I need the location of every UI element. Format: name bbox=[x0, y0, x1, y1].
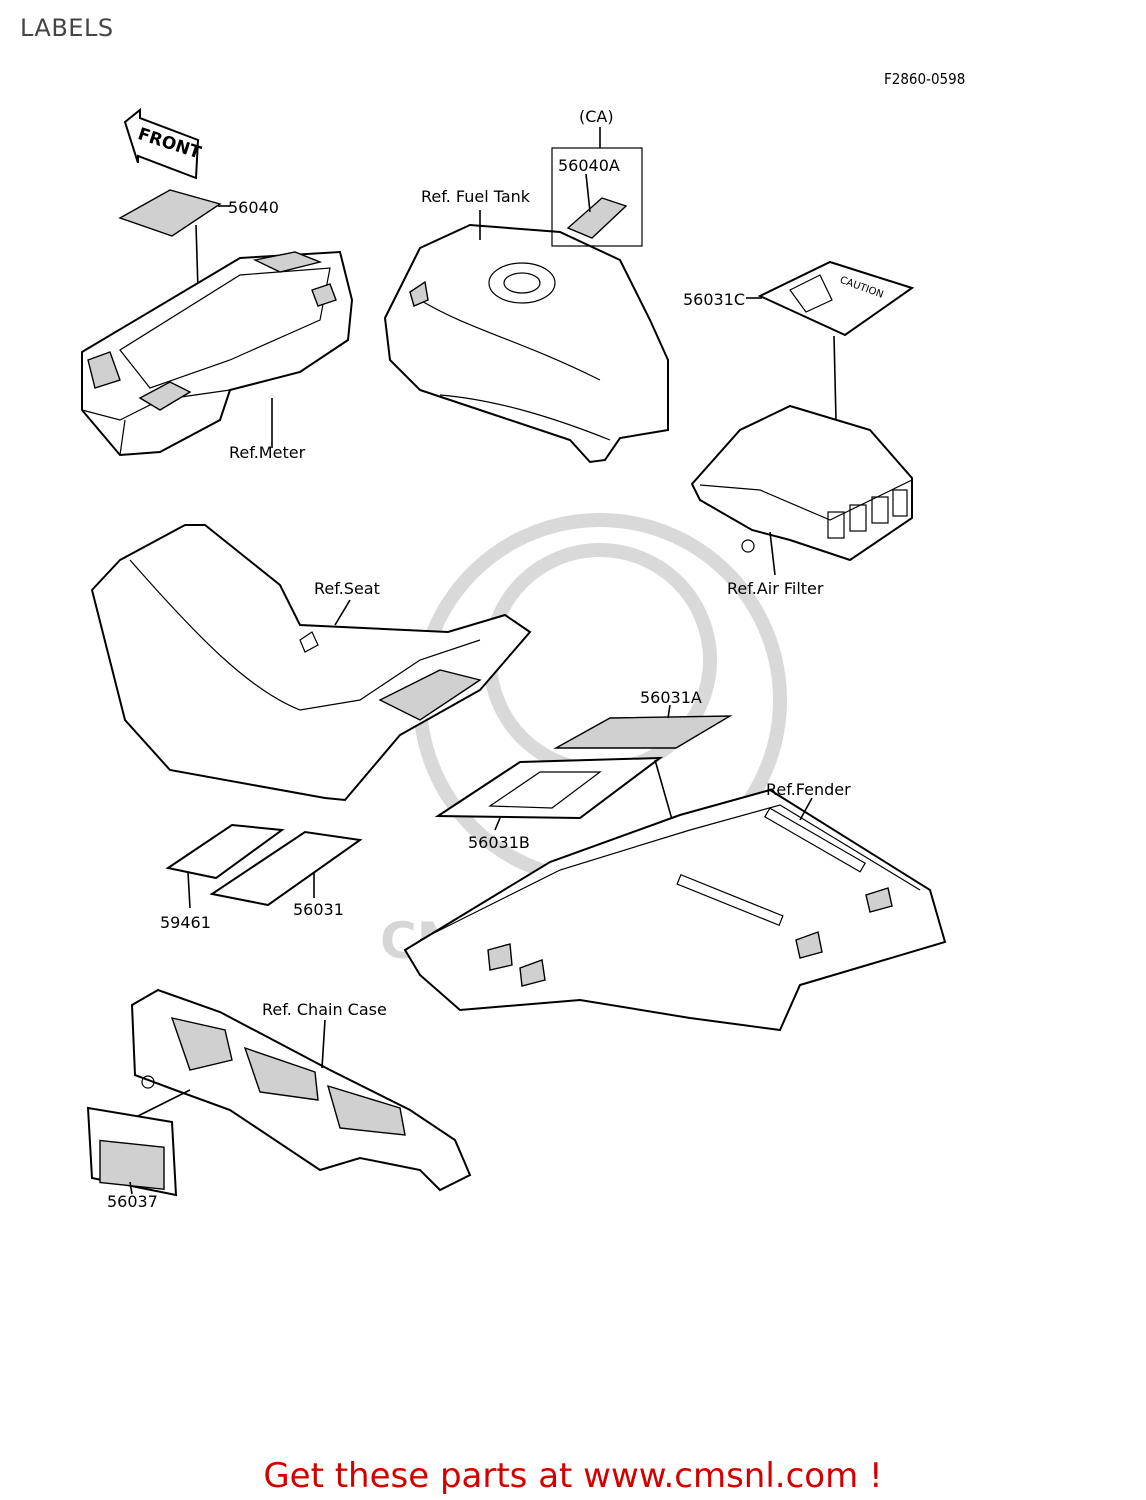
callout-ref-fuel-tank: Ref. Fuel Tank bbox=[421, 187, 531, 206]
label-56037-sticker bbox=[86, 1106, 178, 1197]
rear-fender bbox=[403, 788, 947, 1032]
fuel-tank bbox=[383, 210, 669, 464]
footer-promo-link[interactable]: Get these parts at www.cmsnl.com ! bbox=[263, 1456, 883, 1496]
label-59461-sticker bbox=[165, 823, 285, 909]
callout-56031B: 56031B bbox=[468, 833, 530, 852]
chain-case bbox=[129, 988, 472, 1192]
callout-ref-seat: Ref.Seat bbox=[314, 579, 380, 598]
label-56040-sticker bbox=[118, 189, 230, 291]
label-56040A-box bbox=[551, 127, 643, 247]
callout-56040: 56040 bbox=[228, 198, 279, 217]
callout-56040A: 56040A bbox=[558, 156, 620, 175]
figure-code: F2860-0598 bbox=[884, 70, 966, 88]
callout-ref-fender: Ref.Fender bbox=[766, 780, 851, 799]
label-56031-sticker bbox=[209, 830, 363, 907]
seat bbox=[90, 524, 532, 802]
front-arrow: FRONT bbox=[123, 107, 204, 180]
callout-56031: 56031 bbox=[293, 900, 344, 919]
page-title: LABELS bbox=[20, 14, 114, 42]
parts-diagram: CMSNL.COM FRONT bbox=[81, 107, 947, 1197]
callout-56031C: 56031C bbox=[683, 290, 746, 309]
callout-ref-meter: Ref.Meter bbox=[229, 443, 306, 462]
callout-ref-air-filter: Ref.Air Filter bbox=[727, 579, 824, 598]
label-56031B-sticker bbox=[434, 756, 676, 831]
callout-ref-chain-case: Ref. Chain Case bbox=[262, 1000, 387, 1019]
callout-59461: 59461 bbox=[160, 913, 211, 932]
callout-56037: 56037 bbox=[107, 1192, 158, 1211]
callout-56031A: 56031A bbox=[640, 688, 702, 707]
callout-ca: (CA) bbox=[579, 107, 614, 126]
air-filter bbox=[690, 404, 913, 576]
label-56031C-caution: CAUTION bbox=[746, 260, 915, 421]
label-56031A-sticker bbox=[553, 704, 733, 749]
meter-housing bbox=[81, 250, 354, 457]
